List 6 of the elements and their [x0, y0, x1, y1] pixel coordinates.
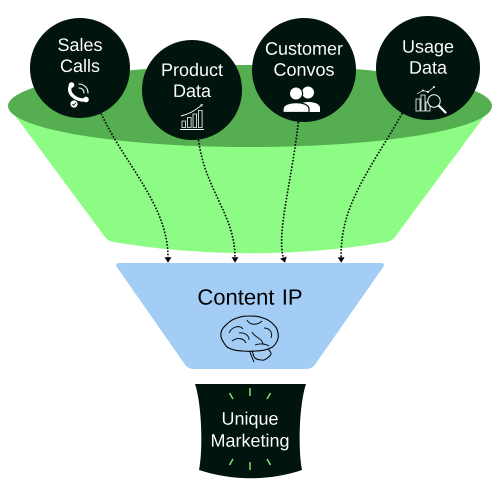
circle-node: Usage Data [376, 16, 480, 120]
circle-node: Sales Calls [30, 18, 130, 118]
circle-node: Product Data [142, 40, 242, 140]
circle-node: Customer Convos [252, 18, 356, 122]
output-box: Unique Marketing [195, 384, 306, 478]
funnel-box: Content IP [116, 263, 384, 369]
